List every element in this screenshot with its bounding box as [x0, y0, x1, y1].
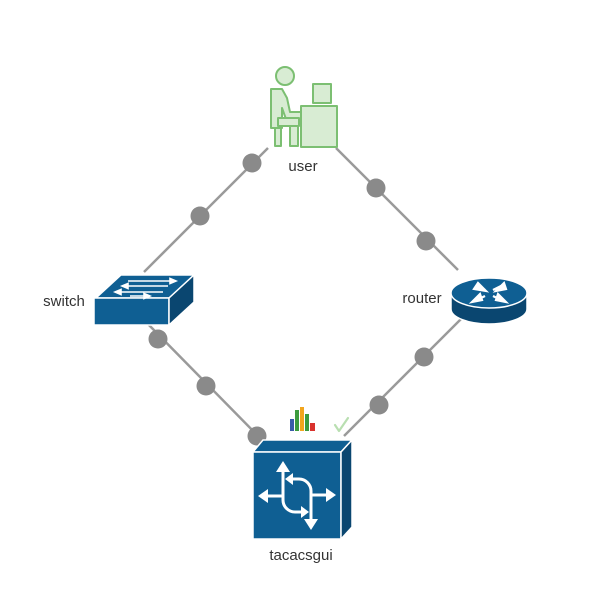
router-icon	[450, 277, 528, 325]
link-endpoint[interactable]	[242, 153, 262, 173]
person-at-workstation-icon	[270, 66, 338, 148]
link-endpoint[interactable]	[148, 329, 168, 349]
links	[143, 147, 463, 446]
node-label-switch: switch	[43, 293, 85, 310]
node-tacacsgui[interactable]: tacacsgui	[251, 407, 354, 564]
link-endpoint[interactable]	[366, 178, 386, 198]
node-switch[interactable]: switch	[43, 273, 196, 327]
check-mark-icon	[333, 416, 350, 433]
node-label-tacacsgui: tacacsgui	[269, 547, 332, 564]
network-switch-icon	[93, 273, 196, 327]
link-router-tacacsgui[interactable]	[343, 317, 463, 437]
link-user-router[interactable]	[335, 147, 459, 271]
node-label-router: router	[402, 290, 441, 307]
link-endpoint[interactable]	[414, 347, 434, 367]
node-router[interactable]: router	[402, 277, 528, 325]
link-switch-tacacsgui[interactable]	[145, 321, 267, 446]
node-user[interactable]: user	[270, 66, 338, 175]
multilayer-switch-icon	[251, 438, 354, 541]
bar-chart-icon	[290, 407, 315, 431]
link-endpoint[interactable]	[416, 231, 436, 251]
link-endpoint[interactable]	[369, 395, 389, 415]
node-label-user: user	[288, 158, 317, 175]
link-user-switch[interactable]	[143, 147, 269, 273]
link-endpoint[interactable]	[190, 206, 210, 226]
link-endpoint[interactable]	[196, 376, 216, 396]
